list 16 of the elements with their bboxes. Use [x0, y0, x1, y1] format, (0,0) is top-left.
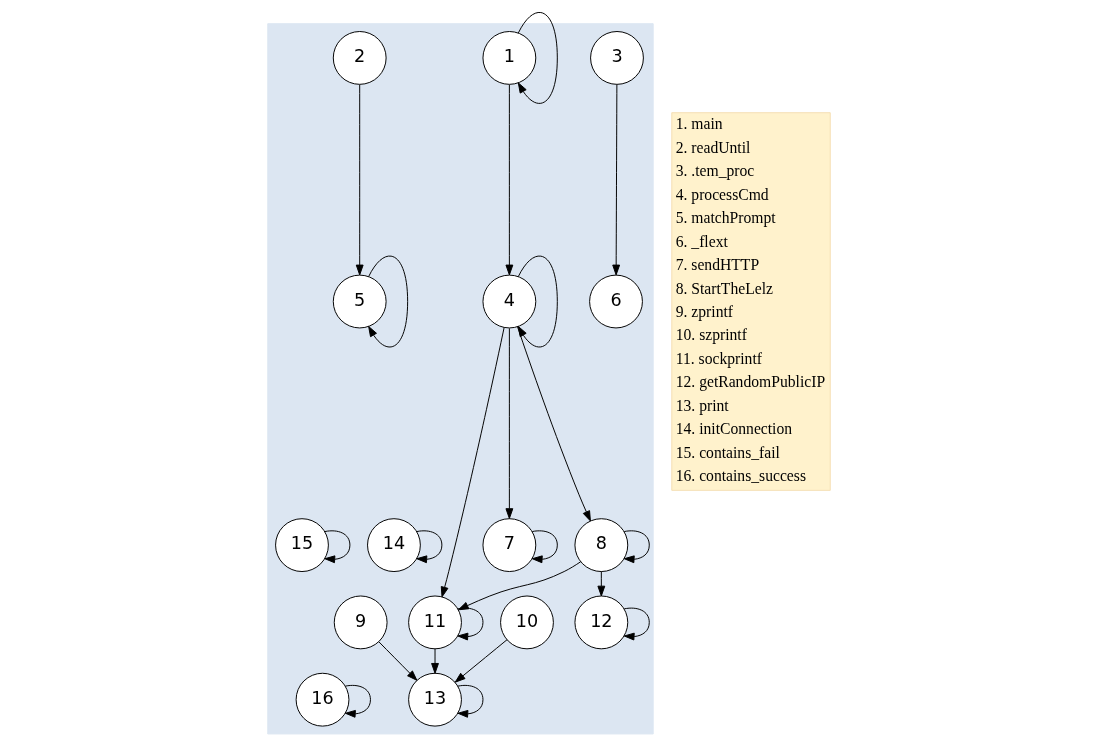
label: 5. matchPrompt	[675, 209, 776, 227]
label: 12. getRandomPublicIP	[675, 373, 826, 391]
label: 4. processCmd	[675, 185, 769, 203]
label: 16. contains_success	[675, 467, 806, 485]
label: 3. .tem_proc	[675, 162, 755, 180]
label: 7. sendHTTP	[675, 256, 760, 274]
label: 15. contains_fail	[675, 443, 780, 461]
label: 9. zprintf	[675, 302, 734, 320]
label: 6. _flext	[675, 232, 728, 250]
label: 8. StartTheLelz	[675, 279, 773, 297]
label: 14. initConnection	[675, 420, 793, 438]
label: 2. readUntil	[675, 138, 751, 156]
label: 11. sockprintf	[675, 349, 762, 367]
label: 13. print	[675, 396, 729, 414]
label: 10. szprintf	[675, 326, 747, 344]
label: 1. main	[675, 115, 723, 133]
